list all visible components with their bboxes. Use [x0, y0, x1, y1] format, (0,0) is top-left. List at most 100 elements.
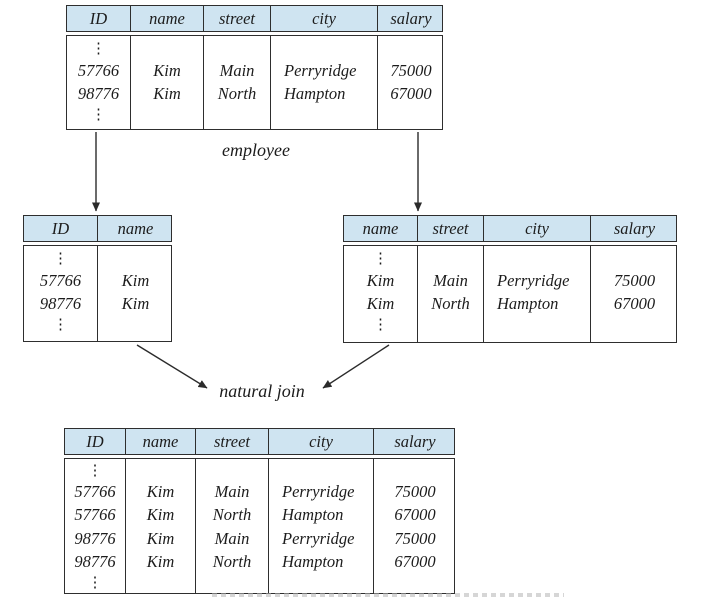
vertical-ellipsis: ⋮	[87, 462, 103, 479]
spacer	[204, 105, 270, 125]
table-cell: 98776	[74, 528, 116, 548]
spacer	[591, 249, 676, 269]
table-cell: 67000	[394, 505, 436, 524]
table-cell: Perryridge	[282, 528, 355, 548]
vertical-ellipsis: ⋮	[373, 250, 388, 267]
table-cell: Kim	[121, 270, 150, 290]
spacer	[378, 105, 442, 125]
table-cell: Kim	[366, 293, 395, 313]
spacer	[196, 574, 268, 592]
table-cell: Kim	[146, 505, 175, 524]
spacer	[98, 315, 171, 335]
cropped-caption-artifact	[212, 593, 564, 597]
natural-join-label: natural join	[219, 381, 305, 401]
table-column: 75000 67000 75000 67000	[374, 459, 454, 593]
column-header: name	[126, 429, 196, 454]
vertical-ellipsis: ⋮	[53, 250, 68, 267]
table-cell: 67000	[613, 293, 656, 313]
table-cell: 75000	[394, 528, 436, 548]
spacer	[204, 39, 270, 59]
table-cell: 57766	[39, 270, 82, 290]
spacer	[131, 39, 203, 59]
arrow-right-projection-to-natural-join	[322, 344, 390, 389]
table-cell: Hampton	[497, 293, 559, 313]
employee-table-label: employee	[222, 140, 290, 160]
column-header: street	[204, 6, 271, 31]
table-cell: Perryridge	[497, 270, 570, 290]
spacer	[284, 105, 377, 125]
table-cell: North	[212, 552, 252, 571]
table-cell: Hampton	[282, 552, 344, 571]
column-header: city	[484, 216, 591, 241]
table-cell: 67000	[394, 552, 436, 571]
spacer	[378, 39, 442, 59]
spacer	[131, 105, 203, 125]
spacer	[98, 249, 171, 269]
spacer	[497, 315, 590, 335]
column-header: name	[131, 6, 204, 31]
column-header: salary	[394, 431, 436, 451]
table-cell: Perryridge	[284, 60, 357, 80]
column-header: salary	[613, 218, 656, 238]
vertical-ellipsis: ⋮	[373, 316, 388, 333]
table-cell: North	[217, 83, 257, 103]
table-cell: North	[212, 505, 252, 524]
spacer	[196, 462, 268, 480]
column-header: salary	[390, 8, 432, 28]
table-cell: Hampton	[282, 505, 344, 524]
table-cell: Main	[433, 270, 468, 290]
spacer	[497, 249, 590, 269]
table-cell: 75000	[390, 60, 432, 80]
spacer	[282, 462, 373, 480]
table-cell: 57766	[74, 505, 116, 524]
column-header: city	[269, 429, 374, 454]
spacer	[284, 39, 377, 59]
spacer	[418, 249, 483, 269]
spacer	[374, 574, 454, 592]
spacer	[126, 462, 195, 480]
column-header: ID	[24, 216, 98, 241]
table-cell: 75000	[613, 270, 656, 290]
spacer	[591, 315, 676, 335]
column-header: ID	[65, 429, 126, 454]
vertical-ellipsis: ⋮	[91, 106, 106, 123]
table-cell: 75000	[394, 481, 436, 501]
column-header: city	[271, 6, 378, 31]
table-header-row: ID name	[23, 215, 172, 242]
table-cell: 98776	[74, 552, 116, 571]
table-cell: Kim	[153, 60, 181, 80]
table-cell: Kim	[366, 270, 395, 290]
table-cell: 98776	[77, 83, 120, 103]
table-column: 75000 67000	[591, 246, 676, 342]
table-cell: Kim	[146, 528, 175, 548]
column-header: name	[117, 218, 154, 238]
column-header: street	[418, 216, 484, 241]
vertical-ellipsis: ⋮	[87, 574, 103, 591]
table-cell: North	[431, 293, 470, 313]
arrow-left-projection-to-natural-join	[136, 344, 208, 389]
table-cell: Kim	[121, 293, 150, 313]
